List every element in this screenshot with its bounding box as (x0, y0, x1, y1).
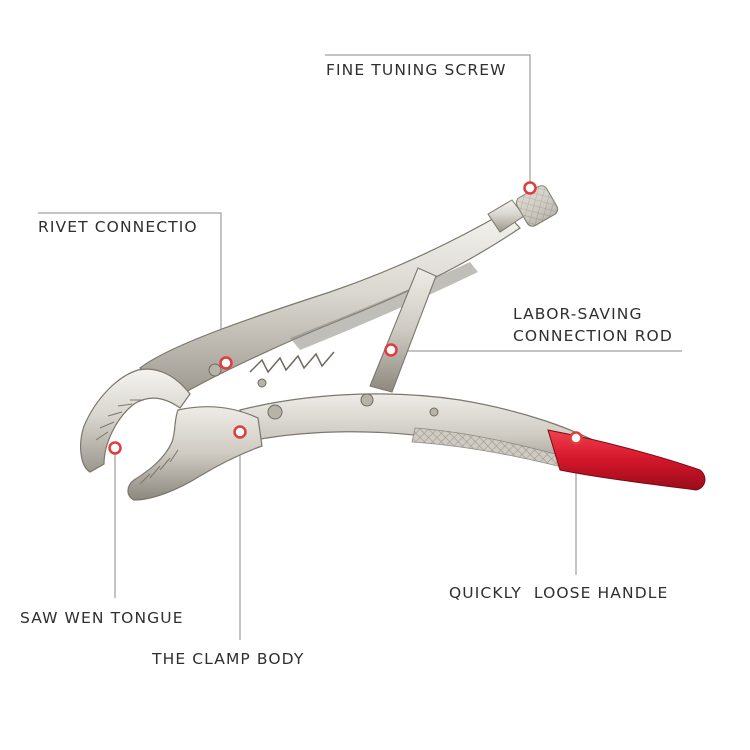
label-fine-tuning-screw: FINE TUNING SCREW (326, 61, 507, 79)
rivet-rod-lower (360, 393, 374, 407)
leader-line-rivet (38, 212, 222, 364)
marker-quickly-loose-handle (569, 431, 583, 445)
label-quickly-loose-handle: QUICKLY LOOSE HANDLE (449, 584, 669, 602)
rivet-small (257, 378, 267, 388)
upper-jaw-teeth (95, 399, 144, 441)
marker-clamp-body (233, 425, 247, 439)
label-rivet-connection: RIVET CONNECTIO (38, 218, 198, 236)
rivet-jaw-pivot (267, 404, 283, 420)
fine-tuning-screw-knob (515, 185, 559, 227)
marker-fine-tuning-screw (523, 181, 537, 195)
leader-line-fine-tuning-screw (325, 54, 531, 188)
marker-rivet-connection (219, 356, 233, 370)
callout-markers (108, 181, 583, 455)
label-labor-saving-line1: LABOR-SAVING (513, 305, 643, 323)
upper-handle-body (139, 211, 521, 399)
rivets (208, 363, 439, 420)
marker-saw-wen-tongue (108, 441, 122, 455)
lower-jaw-clamp-body (127, 406, 263, 501)
marker-labor-saving-rod (384, 343, 398, 357)
label-clamp-body: THE CLAMP BODY (152, 650, 305, 668)
lower-jaw-teeth (139, 449, 179, 485)
leader-lines (38, 54, 682, 640)
rivet-upper (208, 363, 222, 377)
label-labor-saving-line2: CONNECTION ROD (513, 327, 673, 345)
spring (249, 351, 335, 374)
upper-jaw (80, 368, 191, 473)
quick-release-handle-grip (547, 429, 706, 491)
label-saw-wen-tongue: SAW WEN TONGUE (20, 609, 184, 627)
rivet-handle (429, 407, 439, 417)
